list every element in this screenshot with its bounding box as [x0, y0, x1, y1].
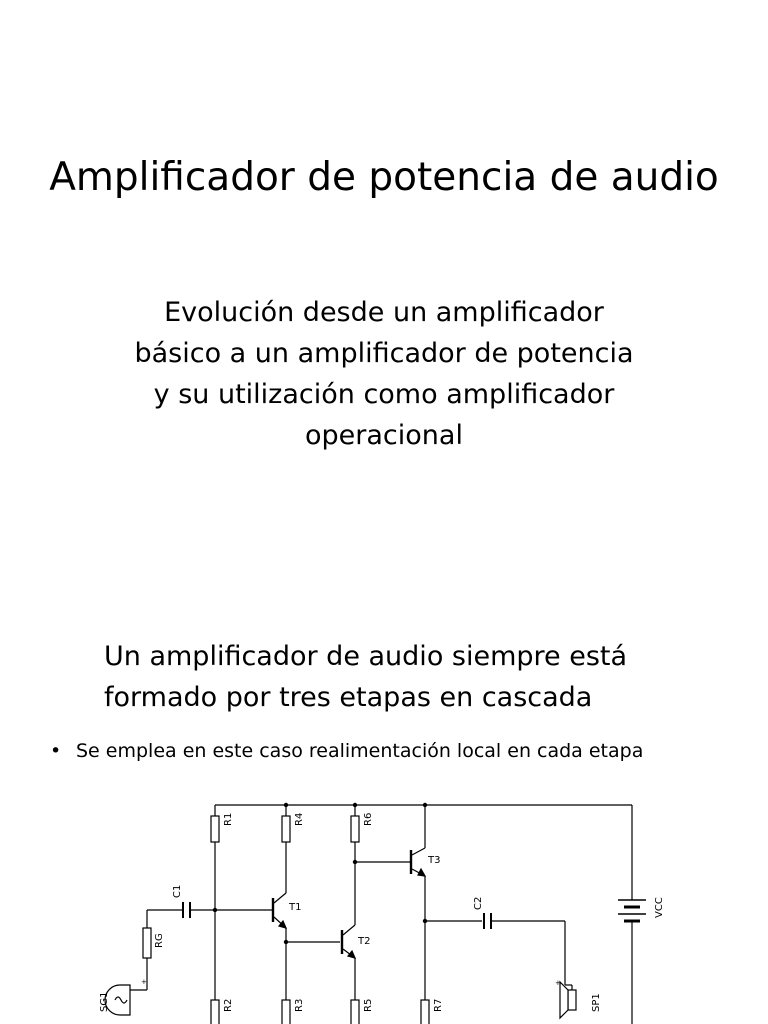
label-r6: R6 [363, 813, 374, 826]
label-plus-sp1: + [555, 979, 561, 987]
circuit-wires [146, 804, 633, 1024]
label-sg1: SG1 [99, 992, 110, 1012]
subtitle-line: Evolución desde un amplificador [164, 297, 604, 328]
subtitle-line: básico a un amplificador de potencia [134, 338, 634, 369]
heading-line: Un amplificador de audio siempre está [104, 641, 628, 672]
component-labels: R1 R4 R6 C1 C2 RG T1 T2 T3 VCC SG1 SP1 R… [99, 813, 665, 1012]
transistor-t2 [340, 924, 357, 959]
label-r3: R3 [294, 999, 305, 1012]
resistor-r4 [281, 815, 291, 843]
label-c1: C1 [172, 885, 183, 898]
resistors [142, 815, 430, 1024]
capacitor-c1 [182, 902, 191, 918]
label-plus-sg1: + [141, 978, 147, 986]
label-t3: T3 [427, 855, 440, 866]
label-t2: T2 [357, 936, 370, 947]
heading-line: formado por tres etapas en cascada [104, 682, 593, 713]
slide-title: Amplificador de potencia de audio [49, 155, 719, 200]
bullet-text: Se emplea en este caso realimentación lo… [76, 740, 644, 762]
resistor-r2 [210, 999, 220, 1024]
label-r5: R5 [363, 999, 374, 1012]
label-rg: RG [154, 933, 165, 948]
label-r2: R2 [223, 999, 234, 1012]
resistor-r5 [350, 999, 360, 1024]
label-r7: R7 [433, 999, 444, 1012]
resistor-r7 [420, 999, 430, 1024]
transistor-t3 [409, 847, 427, 877]
battery-vcc [618, 899, 646, 923]
label-r4: R4 [294, 813, 305, 826]
junction-dots [212, 802, 428, 945]
resistor-r1 [210, 815, 220, 843]
resistor-r3 [281, 999, 291, 1024]
slide-subtitle: Evolución desde un amplificador básico a… [100, 292, 668, 456]
speaker-sp1 [559, 980, 577, 1020]
resistor-r6 [350, 815, 360, 843]
resistor-rg [142, 927, 152, 959]
bullet-icon: • [50, 740, 62, 762]
label-vcc: VCC [654, 897, 665, 918]
subtitle-line: y su utilización como amplificador [153, 379, 615, 410]
label-c2: C2 [473, 897, 484, 910]
label-r1: R1 [223, 813, 234, 826]
capacitor-c2 [483, 913, 492, 929]
amplifier-circuit-schematic: R1 R4 R6 C1 C2 RG T1 T2 T3 VCC SG1 SP1 R… [99, 802, 665, 1024]
bullet-item: • Se emplea en este caso realimentación l… [50, 737, 643, 765]
subtitle-line: operacional [305, 420, 463, 451]
signal-generator-sg1 [104, 984, 148, 1016]
section-heading: Un amplificador de audio siempre está fo… [104, 636, 744, 718]
label-sp1: SP1 [591, 993, 602, 1012]
label-t1: T1 [288, 902, 301, 913]
transistor-t1 [271, 892, 288, 929]
